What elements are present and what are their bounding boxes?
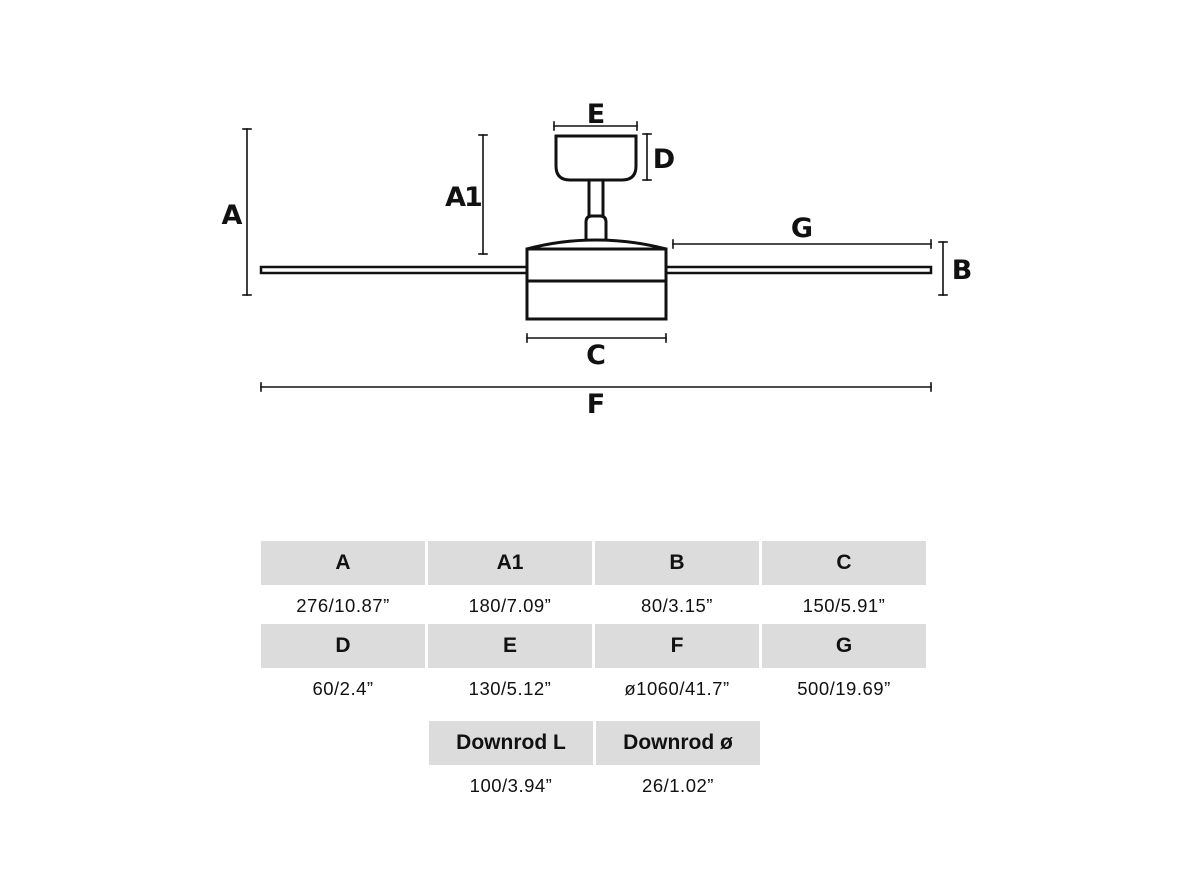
motor-housing — [525, 247, 668, 321]
dimension-line-f — [260, 382, 932, 392]
label-d: D — [653, 144, 675, 175]
label-c: C — [586, 340, 606, 371]
right-blade — [664, 265, 933, 275]
table-header-g: G — [762, 624, 926, 668]
table-value-downrod-length: 100/3.94” — [469, 775, 553, 796]
motor-top-dome — [526, 238, 667, 251]
table-value-downrod-diameter: 26/1.02” — [642, 775, 714, 796]
table-header-a: A — [261, 541, 425, 585]
table-value-d: 60/2.4” — [312, 678, 374, 699]
dimension-line-g — [672, 239, 932, 249]
table-header-b: B — [595, 541, 759, 585]
dimension-line-c — [526, 333, 667, 343]
dimension-line-d — [642, 133, 652, 181]
table-value-f: ø1060/41.7” — [624, 678, 730, 699]
table-value-e: 130/5.12” — [468, 678, 552, 699]
table-header-d: D — [261, 624, 425, 668]
table-header-e: E — [428, 624, 592, 668]
dimension-line-b — [938, 241, 948, 296]
canopy-shape — [554, 134, 638, 182]
fan-dimension-diagram: A A1 E D G B C F — [222, 99, 973, 420]
table-header-a1: A1 — [428, 541, 592, 585]
downrod-coupler-shape — [584, 214, 608, 242]
dimension-line-a1 — [478, 134, 488, 255]
label-e: E — [587, 99, 605, 130]
table-header-c: C — [762, 541, 926, 585]
dimension-line-a — [242, 128, 252, 296]
table-header-f: F — [595, 624, 759, 668]
left-blade — [259, 265, 529, 275]
table-header-downrod-diameter: Downrod ø — [596, 721, 760, 765]
table-value-a: 276/10.87” — [296, 595, 390, 616]
table-value-b: 80/3.15” — [641, 595, 713, 616]
table-header-downrod-length: Downrod L — [429, 721, 593, 765]
label-a1: A1 — [445, 182, 481, 213]
label-f: F — [587, 389, 605, 420]
label-b: B — [952, 255, 973, 286]
label-g: G — [791, 213, 813, 244]
table-value-g: 500/19.69” — [797, 678, 891, 699]
table-value-c: 150/5.91” — [802, 595, 886, 616]
table-value-a1: 180/7.09” — [468, 595, 552, 616]
dimension-line-e — [553, 121, 638, 131]
downrod-shape — [587, 178, 605, 218]
label-a: A — [222, 200, 243, 231]
